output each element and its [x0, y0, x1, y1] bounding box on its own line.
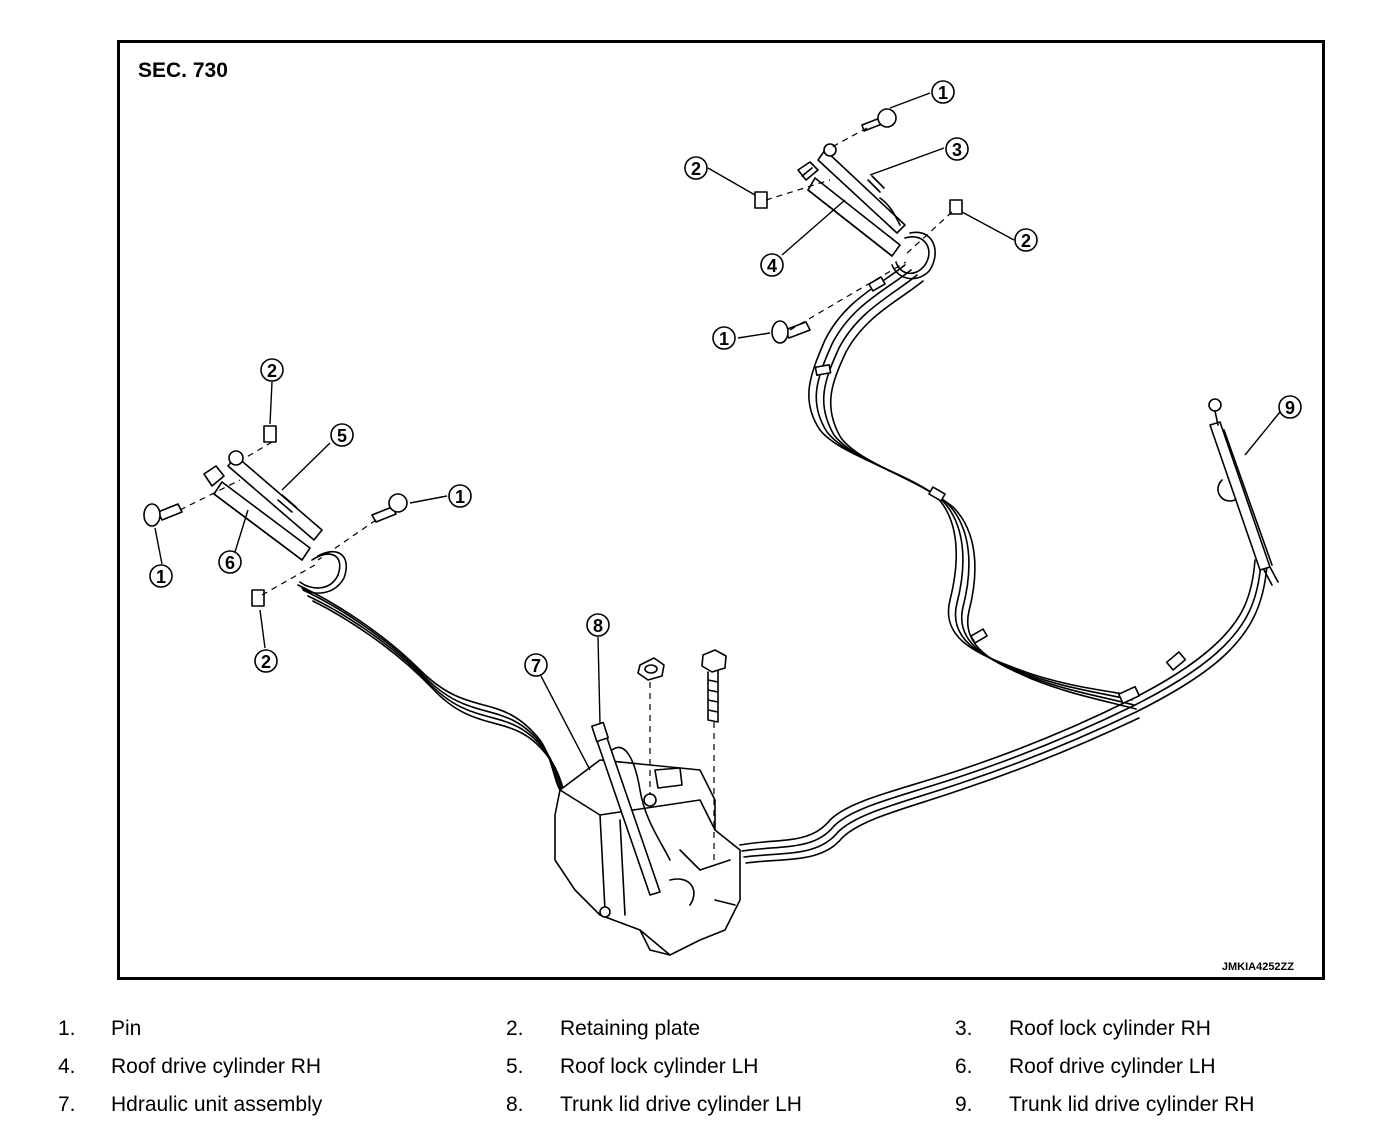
legend-num: 2. [506, 1017, 524, 1040]
hydraulic-lines-left [297, 551, 589, 819]
callout-2-plate-left-upper: 2 [260, 358, 284, 382]
diagram-frame: SEC. 730 JMKIA4252ZZ [117, 40, 1325, 980]
callout-8: 8 [586, 613, 610, 637]
legend-num: 9. [955, 1093, 973, 1116]
callout-leaders [154, 92, 1281, 771]
legend-num: 5. [506, 1055, 524, 1078]
figure-code: JMKIA4252ZZ [1221, 961, 1294, 973]
callout-9: 9 [1278, 395, 1302, 419]
callout-1-pin-upper: 1 [931, 80, 955, 104]
svg-text:2: 2 [691, 159, 701, 179]
svg-text:5: 5 [337, 426, 347, 446]
svg-text:3: 3 [952, 140, 962, 160]
callout-1-pin-middle: 1 [448, 484, 472, 508]
legend-text-hydraulic-unit: Hdraulic unit assembly [111, 1093, 323, 1116]
roof-cylinders-rh [797, 143, 906, 257]
legend-text-roof-lock-cylinder-rh: Roof lock cylinder RH [1009, 1017, 1211, 1040]
retaining-plate-icons [251, 191, 963, 607]
callout-2-plate-upper-right: 2 [1014, 228, 1038, 252]
legend-num: 7. [58, 1093, 76, 1116]
callout-6: 6 [218, 550, 242, 574]
legend-text-roof-lock-cylinder-lh: Roof lock cylinder LH [560, 1055, 759, 1078]
legend-num: 6. [955, 1055, 973, 1078]
section-label: SEC. 730 [138, 59, 228, 82]
legend-num: 8. [506, 1093, 524, 1116]
svg-text:2: 2 [1021, 231, 1031, 251]
callouts: 1 3 2 2 4 1 9 2 5 1 6 1 2 8 7 [149, 80, 1302, 677]
callout-2-plate-upper-left: 2 [684, 156, 708, 180]
callout-5: 5 [330, 423, 354, 447]
svg-text:1: 1 [156, 567, 166, 587]
callout-1-pin-left: 1 [149, 564, 173, 588]
svg-text:2: 2 [261, 652, 271, 672]
callout-4: 4 [760, 253, 784, 277]
pin-icons [143, 108, 897, 527]
svg-text:9: 9 [1285, 398, 1295, 418]
svg-text:1: 1 [455, 487, 465, 507]
legend-num: 1. [58, 1017, 76, 1040]
legend-text-pin: Pin [111, 1017, 142, 1040]
svg-text:4: 4 [767, 256, 777, 276]
legend-row-1: 1. Pin 2. Retaining plate 3. Roof lock c… [0, 1017, 1376, 1047]
callout-3: 3 [945, 137, 969, 161]
legend-text-trunk-lid-cylinder-lh: Trunk lid drive cylinder LH [560, 1093, 802, 1116]
callout-7: 7 [524, 653, 548, 677]
legend-text-roof-drive-cylinder-lh: Roof drive cylinder LH [1009, 1055, 1216, 1078]
legend-row-3: 7. Hdraulic unit assembly 8. Trunk lid d… [0, 1093, 1376, 1123]
legend-text-trunk-lid-cylinder-rh: Trunk lid drive cylinder RH [1009, 1093, 1255, 1116]
legend-num: 4. [58, 1055, 76, 1078]
trunk-cylinder-rh [1208, 398, 1279, 586]
legend-text-retaining-plate: Retaining plate [560, 1017, 701, 1040]
legend-num: 3. [955, 1017, 973, 1040]
svg-text:1: 1 [719, 329, 729, 349]
callout-1-pin-right: 1 [712, 326, 736, 350]
legend-text-roof-drive-cylinder-rh: Roof drive cylinder RH [111, 1055, 322, 1078]
hydraulic-lines-trunk [739, 559, 1268, 864]
callout-2-plate-left-lower: 2 [254, 649, 278, 673]
svg-text:8: 8 [593, 616, 603, 636]
alignment-dashes [179, 127, 953, 860]
svg-text:7: 7 [531, 656, 541, 676]
svg-text:6: 6 [225, 553, 235, 573]
roof-cylinders-lh [203, 450, 323, 561]
svg-text:1: 1 [938, 83, 948, 103]
bolt-and-nut [637, 649, 727, 723]
line-clamps [568, 276, 1187, 801]
legend-row-2: 4. Roof drive cylinder RH 5. Roof lock c… [0, 1055, 1376, 1085]
trunk-cylinder-lh [591, 721, 671, 896]
hydraulic-system-drawing: 1 3 2 2 4 1 9 2 5 1 6 1 2 8 7 [143, 80, 1302, 956]
svg-text:2: 2 [267, 361, 277, 381]
